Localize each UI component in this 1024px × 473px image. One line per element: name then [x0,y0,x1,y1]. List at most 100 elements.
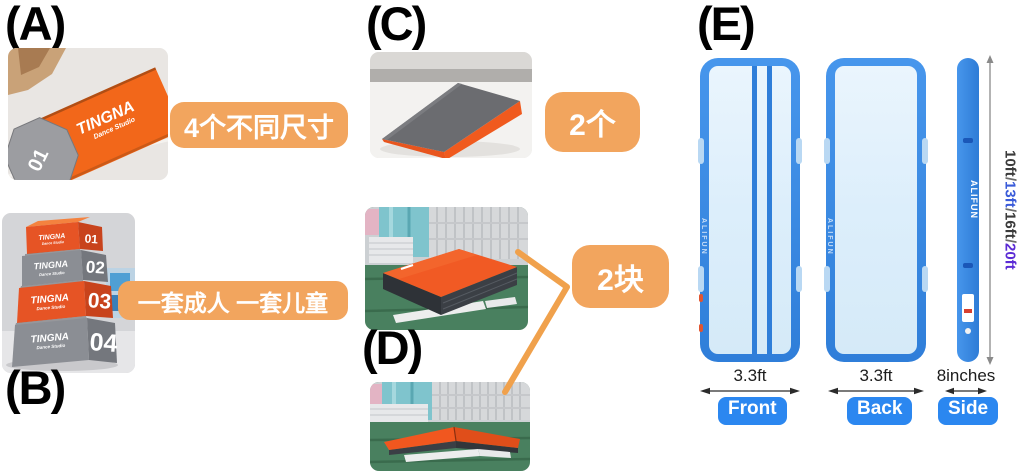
badge-c-quantity: 2个 [545,92,640,152]
brand-name-text: TINGNA [30,331,69,345]
wedge-top-highlight [382,83,462,140]
photo-d-mat-stack [365,207,528,330]
mat-handle [963,263,973,268]
photo-b-plyo-boxes: 01 02 03 04 TINGNA Dance Studio TINGNA D… [2,213,135,373]
mat-label [400,264,414,270]
foam-strip [404,449,480,462]
wedge-front-left-edge [382,139,446,158]
brand-name-text: TINGNA [33,259,68,272]
section-b-label: (B) [5,361,66,414]
plyo-box-03-front [17,281,86,323]
width-label-side: 8inches [936,366,996,385]
length-separator: / [1001,238,1019,243]
view-badge-back: Back [847,397,913,425]
mat-handle [796,266,802,292]
length-options-label: 10ft / 13ft / 16ft / 20ft [998,58,1022,362]
valve-patch-mark [964,309,972,313]
wedge-top-surface [382,83,520,152]
mat-handle [922,138,928,164]
photo-a-octagon-tumbler: 01 TINGNA Dance Studio [8,48,168,180]
plyo-box-04-side [87,318,117,363]
brand-sub-text: Dance Studio [42,240,65,246]
mat-stack-left-side [383,273,441,315]
mat-stack-top-sheen [383,249,477,279]
length-separator: / [1001,207,1019,213]
mat-handle [698,138,704,164]
plyo-box-01-side [78,222,103,251]
pink-cloth [370,384,384,404]
plyo-box-01-number: 01 [84,232,99,247]
floor-line [370,457,530,464]
mat-edge-brand-text: ALIFUN [700,218,707,256]
photo-a-svg: 01 TINGNA Dance Studio [8,48,168,180]
mat-handle [698,266,704,292]
section-c-label: (C) [366,0,427,50]
airtrack-side-view: ALIFUN [957,58,979,362]
photo-d-folded-mat [370,382,530,471]
foam-pile [370,404,428,422]
mat-edge-brand-text: ALIFUN [826,218,833,256]
valve-dot [965,328,971,334]
airtrack-front-stripe [752,66,757,354]
brand-name-text: TINGNA [38,233,65,242]
photo-d-top-svg [365,207,528,330]
brand-sub-text: Dance Studio [39,270,65,277]
plyo-box-stack: 01 02 03 04 TINGNA Dance Studio TINGNA D… [12,217,118,367]
section-e-label: (E) [697,0,756,50]
pink-cloth [365,209,381,235]
folded-mat-seam [453,426,457,442]
plyo-box-03-number: 03 [87,289,112,314]
plyo-box-02-side [81,250,108,282]
valve-nub [699,294,703,302]
plyo-box-04-front [12,318,89,367]
valve-nub [699,324,703,332]
view-badge-side: Side [938,397,999,425]
plyo-box-02-number: 02 [85,257,105,277]
length-dimension-arrow [986,55,994,365]
airtrack-front-view: ALIFUN [698,58,802,362]
wedge-front-right-edge [444,101,522,158]
length-separator: / [1001,177,1019,182]
width-arrow-side [945,387,987,395]
mat-handle [796,138,802,164]
folded-mat-left-panel [384,427,456,450]
width-label-back: 3.3ft [859,366,893,385]
brand-sub-text: Dance Studio [36,304,65,312]
photo-c-wall-band [370,69,532,82]
width-label-front: 3.3ft [733,366,767,385]
brand-sub-text: Dance Studio [36,343,65,351]
mat-handle [922,266,928,292]
photo-c-wedge-mat [370,52,532,158]
airtrack-front-stripe [767,66,772,354]
tumbler-octagon-end [8,117,79,180]
badge-a-quantity: 4个不同尺寸 [170,102,348,148]
length-13ft: 13ft [1001,181,1019,208]
plyo-box-01-top [26,217,90,227]
mat-handle [824,266,830,292]
plyo-box-03-side [84,281,113,318]
plyo-box-02-front [22,250,83,286]
valve-patch [962,294,974,322]
airtrack-front-surface [709,66,791,354]
mat-handle [824,138,830,164]
brand-name-text: TINGNA [30,292,69,306]
foam-pile [369,237,413,263]
length-20ft: 20ft [1001,242,1019,270]
section-a-label: (A) [5,0,66,50]
folded-mat-front-edge [456,441,518,453]
connector-lines [502,249,570,395]
mat-handle [963,138,973,143]
view-badge-front: Front [718,397,787,425]
mat-stack-front-side [441,267,517,315]
folded-mat-front-edge [389,441,456,455]
length-10ft: 10ft [1001,150,1019,178]
side-brand-text: ALIFUN [969,180,979,219]
photo-b-svg: 01 02 03 04 TINGNA Dance Studio TINGNA D… [2,213,135,373]
photo-d-bottom-svg [370,382,530,471]
octagon-tumbler: 01 TINGNA Dance Studio [8,67,168,180]
airtrack-back-view: ALIFUN [824,58,928,362]
badge-b-quantity: 一套成人 一套儿童 [118,281,348,320]
badge-d-quantity: 2块 [572,245,669,308]
photo-c-svg [370,52,532,158]
length-16ft: 16ft [1001,212,1019,239]
